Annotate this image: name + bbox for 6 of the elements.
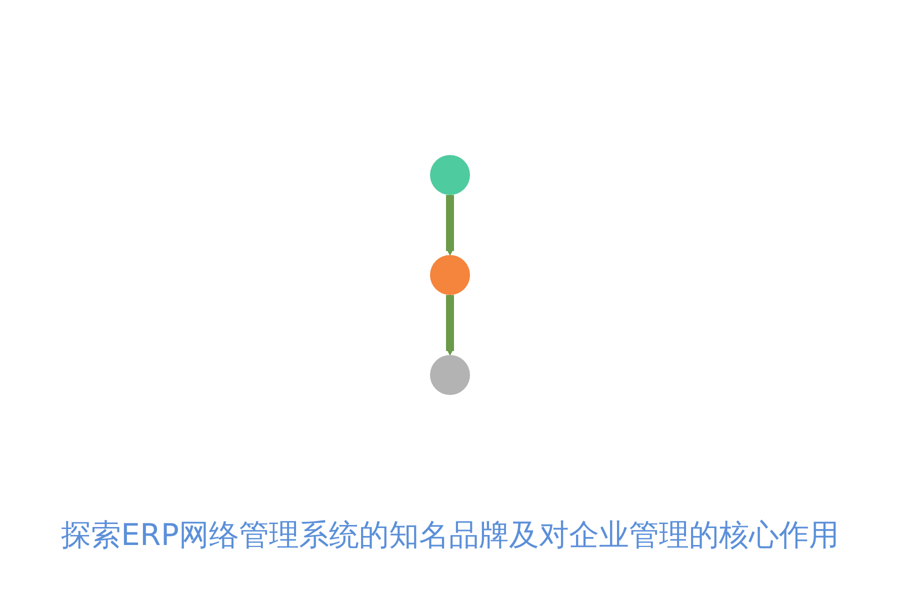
arrow (446, 194, 454, 255)
arrow (446, 294, 454, 355)
node-circle (430, 354, 470, 394)
diagram-title: 探索ERP网络管理系统的知名品牌及对企业管理的核心作用 (61, 516, 839, 554)
node-circle (430, 154, 470, 194)
node-circle (430, 254, 470, 294)
